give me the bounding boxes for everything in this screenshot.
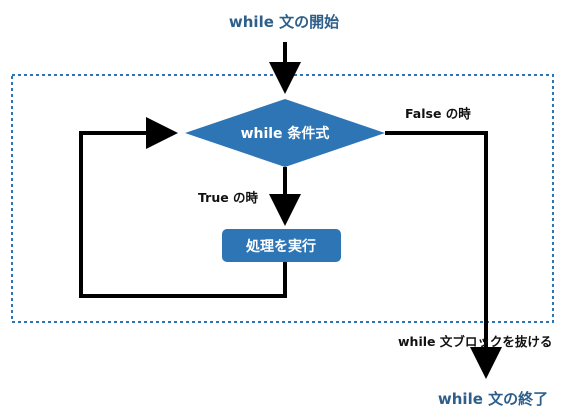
process-node [222,229,341,262]
true-label: True の時 [198,190,259,205]
end-label: while 文の終了 [438,390,548,408]
false-exit-arrow [385,131,502,379]
condition-node-label: while 条件式 [241,125,330,142]
start-label: while 文の開始 [229,13,339,31]
exit-label: while 文ブロックを抜ける [398,334,552,349]
loop-back-arrow [79,117,287,298]
condition-node [185,99,385,167]
process-node-label: 処理を実行 [245,238,316,255]
false-label: False の時 [405,106,471,121]
